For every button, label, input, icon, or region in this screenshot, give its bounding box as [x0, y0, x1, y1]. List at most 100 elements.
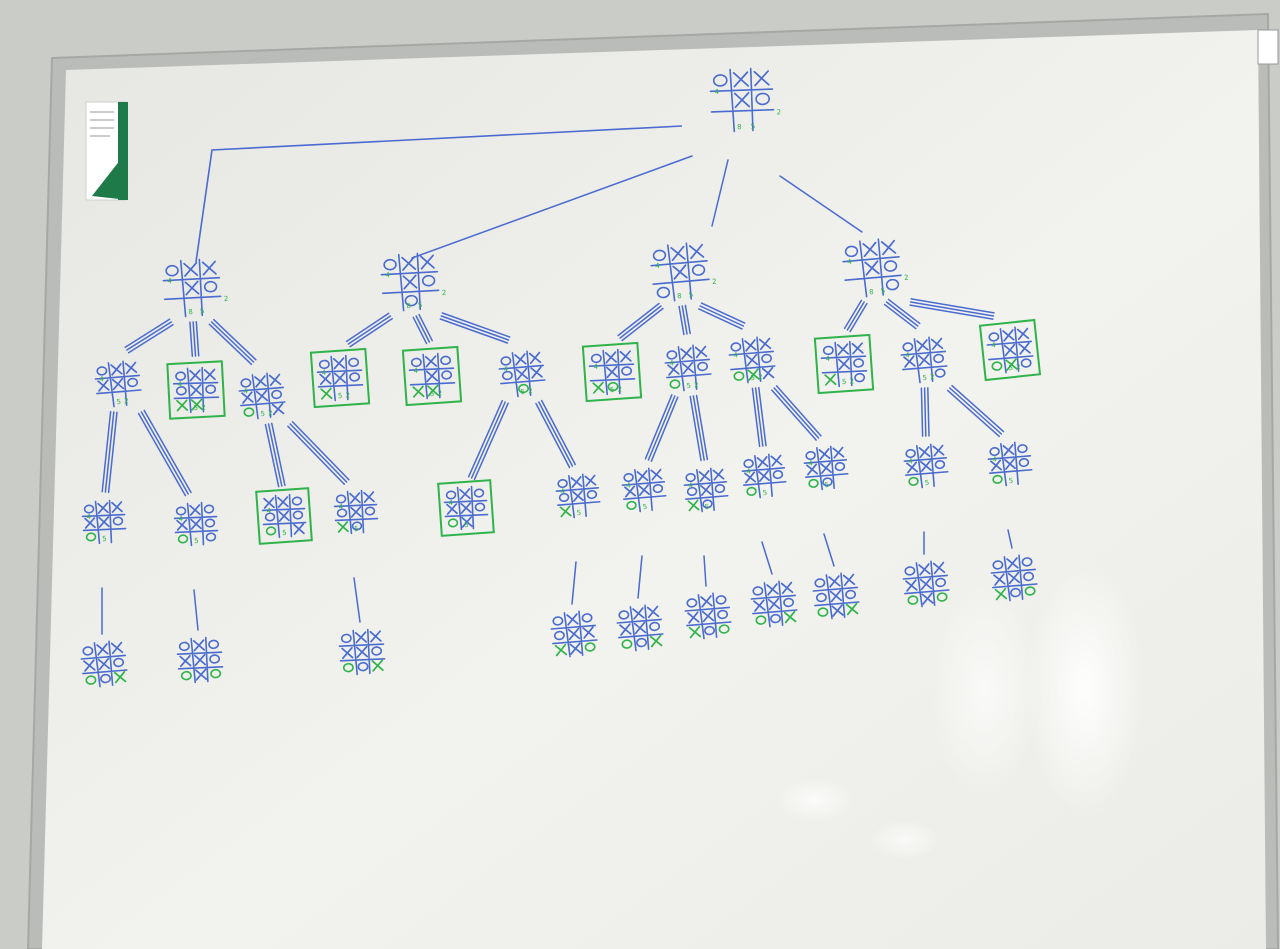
move-digit: 5 — [1008, 477, 1013, 485]
x-mark — [806, 463, 819, 476]
board-grid — [664, 344, 712, 392]
x-mark — [918, 446, 931, 459]
o-mark — [96, 366, 108, 376]
tree-edge — [761, 541, 773, 575]
tic-tac-toe-board: 45 — [81, 499, 127, 545]
tic-tac-toe-board: 45 — [987, 441, 1033, 487]
tree-edge — [264, 423, 280, 488]
tree-edge — [571, 561, 577, 605]
board-grid — [408, 352, 456, 400]
move-digit: 5 — [842, 378, 847, 386]
x-mark — [263, 497, 275, 509]
x-mark — [189, 369, 202, 382]
tic-tac-toe-board: 45 — [803, 445, 849, 491]
o-mark — [445, 490, 457, 500]
o-mark — [205, 384, 217, 394]
move-digit: 4 — [266, 507, 272, 515]
o-mark — [271, 389, 283, 400]
x-mark — [193, 653, 207, 667]
o-mark — [853, 358, 865, 368]
tree-edge — [208, 323, 253, 366]
move-digit: 2 — [849, 377, 854, 385]
x-mark — [363, 491, 375, 503]
x-mark — [903, 355, 916, 368]
o-mark — [761, 353, 773, 364]
move-digit: 4 — [808, 459, 814, 467]
o-mark — [318, 359, 330, 370]
x-mark — [824, 373, 837, 386]
tree-edge — [773, 387, 820, 439]
terminal-box — [166, 360, 226, 420]
o-mark — [208, 639, 220, 650]
x-mark — [176, 399, 189, 412]
move-digit: 4 — [448, 499, 454, 507]
terminal-box — [978, 318, 1042, 382]
x-mark — [110, 363, 123, 376]
o-mark — [808, 478, 819, 488]
o-mark — [292, 510, 304, 520]
move-digit: 4 — [413, 367, 419, 375]
x-mark — [460, 502, 472, 514]
o-mark — [1018, 457, 1030, 468]
move-digit: 2 — [528, 387, 533, 395]
corner-label — [1257, 29, 1279, 65]
terminal-box — [581, 341, 643, 403]
glare-spot — [1025, 560, 1145, 820]
x-mark — [1002, 444, 1015, 457]
x-mark — [700, 484, 712, 496]
tree-edge — [473, 402, 509, 481]
x-mark — [424, 355, 438, 368]
o-mark — [844, 245, 859, 258]
x-mark — [515, 367, 529, 381]
move-digit: 4 — [626, 481, 632, 489]
board-grid — [316, 354, 364, 402]
x-mark — [1003, 343, 1017, 357]
x-mark — [190, 384, 202, 396]
move-digit: 4 — [86, 513, 92, 521]
move-digit: 2 — [694, 381, 699, 389]
o-mark — [1023, 571, 1035, 582]
board-grid — [81, 499, 127, 545]
tree-edge — [887, 298, 921, 325]
o-mark — [205, 532, 217, 542]
o-mark — [240, 378, 252, 388]
o-mark — [349, 372, 361, 382]
x-mark — [401, 255, 417, 271]
move-digit: 4 — [593, 363, 599, 371]
o-mark — [558, 492, 570, 503]
x-mark — [459, 488, 471, 500]
o-mark — [746, 486, 757, 496]
tree-edge — [923, 387, 927, 437]
o-mark — [383, 258, 397, 271]
board-grid — [176, 636, 224, 684]
x-mark — [426, 384, 440, 397]
x-mark — [203, 368, 216, 381]
move-digit: 2 — [904, 274, 909, 282]
o-mark — [845, 589, 857, 600]
tree-edge — [349, 317, 393, 348]
o-mark — [730, 342, 742, 352]
o-mark — [834, 461, 846, 472]
o-mark — [590, 353, 602, 364]
o-mark — [666, 350, 678, 360]
tree-edge — [467, 399, 504, 478]
x-mark — [355, 645, 369, 659]
tree-edge — [695, 394, 709, 461]
o-mark — [907, 595, 919, 605]
move-digit: 5 — [686, 382, 691, 390]
move-digit: 5 — [1008, 364, 1013, 372]
board-grid — [80, 640, 128, 688]
o-mark — [204, 518, 216, 528]
tree-edge — [535, 402, 571, 469]
x-mark — [828, 575, 841, 588]
tree-edge — [411, 155, 693, 259]
board-grid — [173, 501, 219, 547]
x-mark — [566, 613, 579, 626]
board-grid — [162, 258, 222, 318]
tic-tac-toe-board — [990, 554, 1038, 602]
o-mark — [770, 613, 781, 624]
move-digit: 4 — [733, 351, 739, 359]
o-mark — [883, 260, 898, 272]
